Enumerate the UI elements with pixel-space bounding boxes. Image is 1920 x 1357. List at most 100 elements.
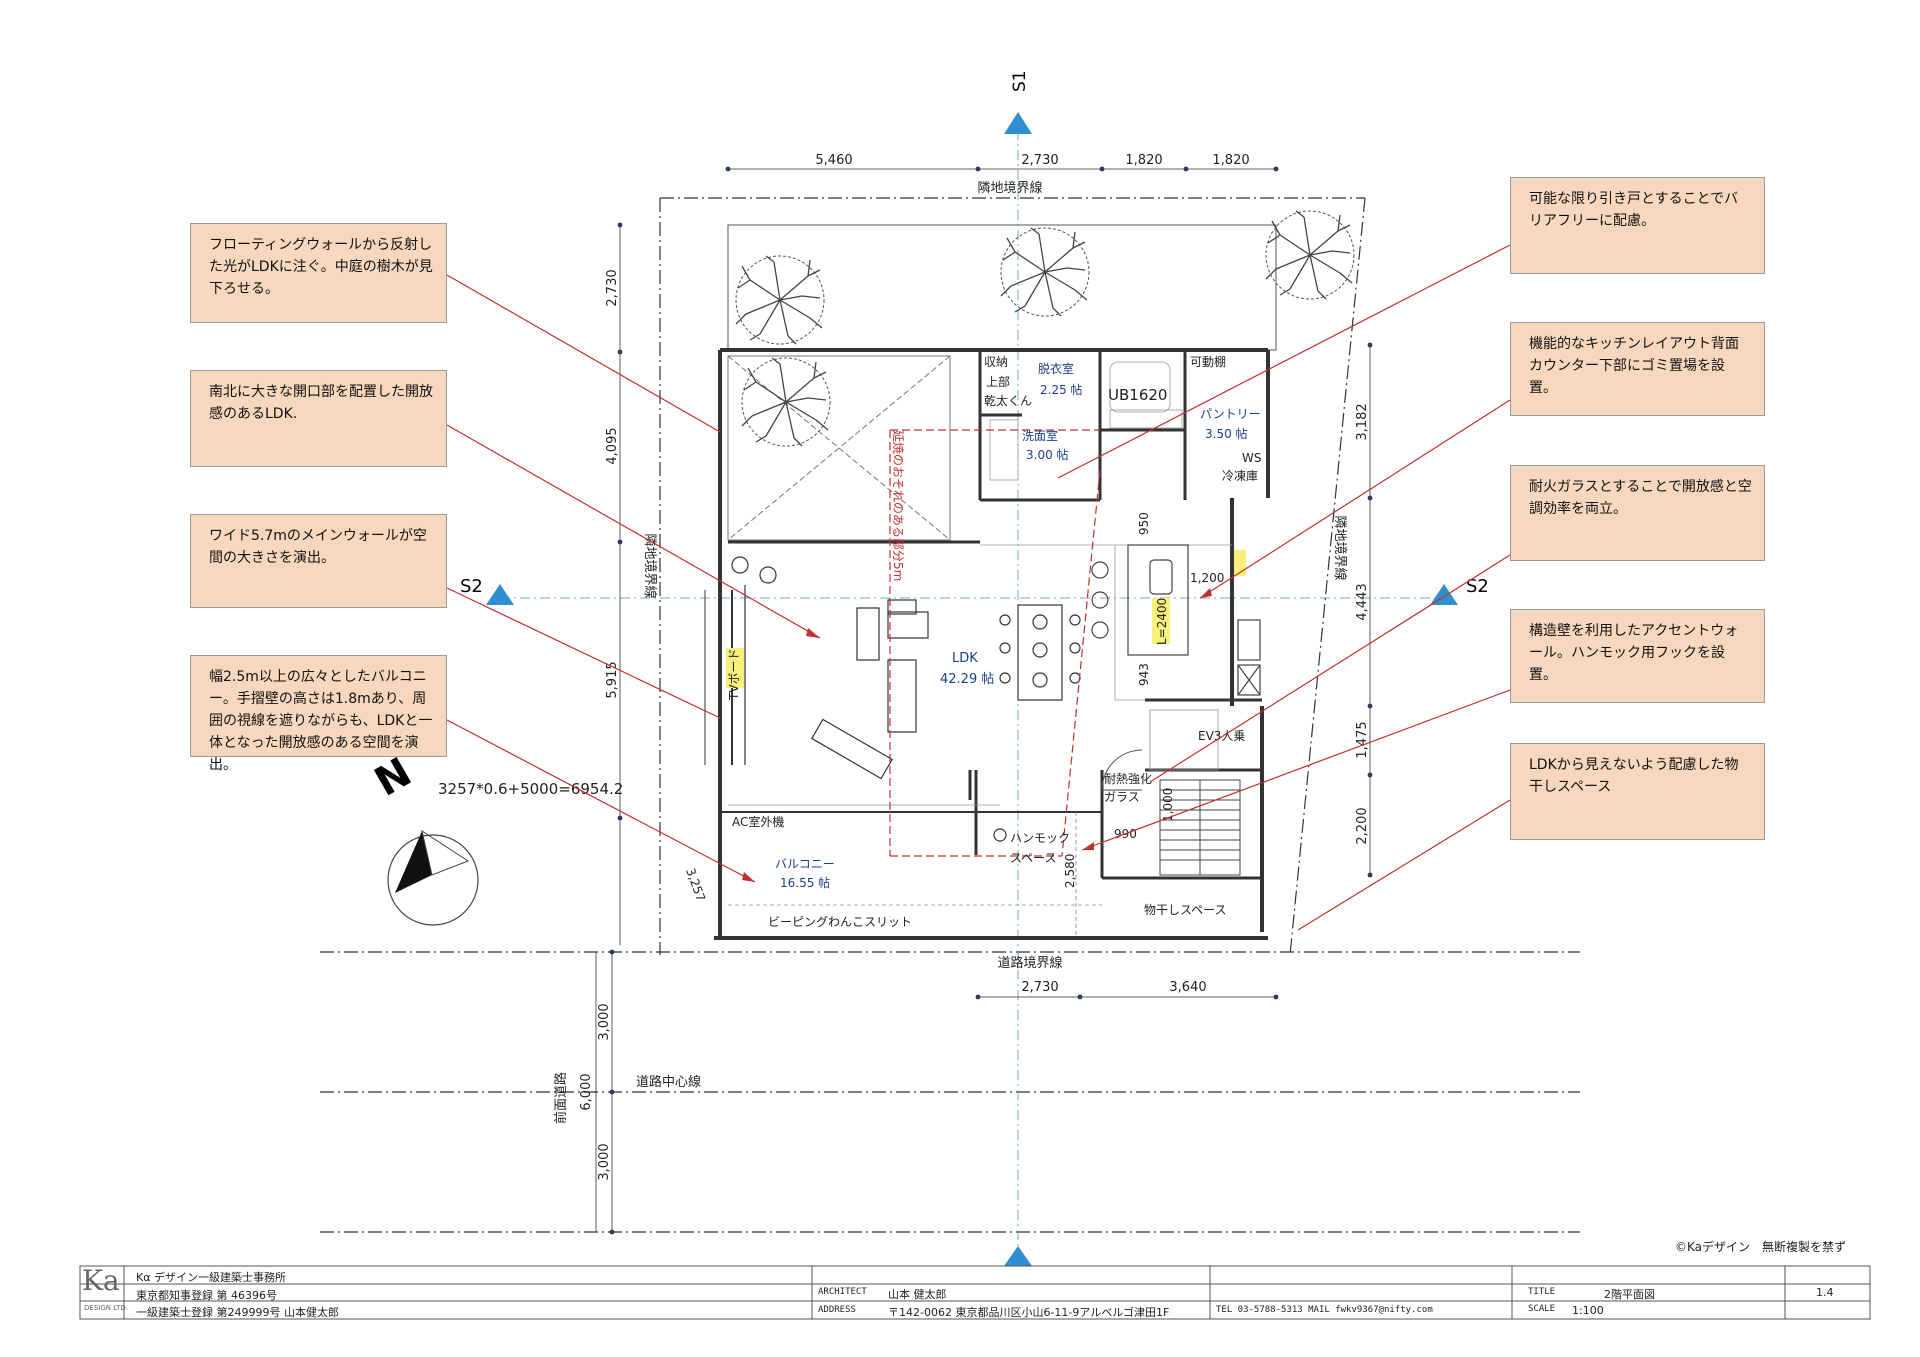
interior-walls bbox=[720, 350, 1262, 880]
dim-top-2: 2,730 bbox=[1021, 153, 1058, 168]
dim-943: 943 bbox=[1137, 663, 1151, 686]
room-fridge: 冷凍庫 bbox=[1222, 469, 1258, 483]
room-dressing-area: 2.25 帖 bbox=[1040, 382, 1083, 397]
dim-road-1: 3,000 bbox=[597, 1003, 612, 1040]
boundary-top: 隣地境界線 bbox=[977, 180, 1042, 196]
north-arrow: N bbox=[367, 749, 479, 926]
room-balcony-area: 16.55 帖 bbox=[780, 875, 830, 890]
note-balcony: 幅2.5m以上の広々としたバルコニー。手摺壁の高さは1.8mあり、周囲の視線を遮… bbox=[190, 655, 447, 773]
highlight-shelf bbox=[1234, 550, 1246, 576]
note-drying-space: LDKから見えないよう配慮した物干しスペース bbox=[1510, 743, 1765, 840]
address: 〒142-0062 東京都品川区小山6-11-9アルベルゴ津田1F bbox=[888, 1306, 1170, 1319]
copyright: ©Kaデザイン 無断複製を禁ず bbox=[1675, 1240, 1847, 1254]
room-slit: ビーピングわんこスリット bbox=[768, 915, 912, 929]
room-tv: TVボード bbox=[727, 648, 741, 701]
drawing-title: 2階平面図 bbox=[1604, 1288, 1655, 1301]
courtyard bbox=[727, 210, 1355, 351]
room-balcony: バルコニー bbox=[775, 857, 835, 871]
note-kitchen-layout: 機能的なキッチンレイアウト背面カウンター下部にゴミ置場を設置。 bbox=[1510, 322, 1765, 416]
room-drying: 物干しスペース bbox=[1144, 903, 1227, 917]
room-pantry: パントリー bbox=[1200, 407, 1261, 421]
dim-right-4: 2,200 bbox=[1355, 807, 1370, 844]
title-label: TITLE bbox=[1528, 1287, 1556, 1297]
dim-bottom-1: 2,730 bbox=[1021, 980, 1058, 995]
boundary-left: 隣地境界線 bbox=[642, 533, 658, 598]
building-walls bbox=[714, 348, 1270, 940]
note-sliding-doors: 可能な限り引き戸とすることでバリアフリーに配慮。 bbox=[1510, 177, 1765, 274]
s1-label: S1 bbox=[1010, 70, 1030, 92]
dim-left-3: 5,915 bbox=[605, 661, 620, 698]
dim-right-1: 3,182 bbox=[1355, 403, 1370, 440]
firm-name: Kα デザイン一級建築士事務所 bbox=[136, 1271, 286, 1284]
left-dimensions bbox=[617, 222, 623, 945]
room-storage: 収納 bbox=[984, 355, 1008, 369]
dim-road-3: 3,000 bbox=[597, 1143, 612, 1180]
room-dressing: 脱衣室 bbox=[1038, 361, 1074, 376]
room-ev: EV3人乗 bbox=[1198, 729, 1245, 743]
dim-left-1: 2,730 bbox=[605, 269, 620, 306]
dim-bottom-2: 3,640 bbox=[1169, 980, 1206, 995]
formula: 3257*0.6+5000=6954.2 bbox=[438, 780, 623, 798]
fire-spread-zone bbox=[889, 429, 1101, 857]
dim-right-3: 1,475 bbox=[1355, 721, 1370, 758]
bottom-dimensions bbox=[975, 994, 1279, 1000]
s2-left-marker bbox=[486, 584, 514, 605]
void bbox=[727, 355, 951, 541]
s2-left-label: S2 bbox=[460, 576, 483, 597]
room-upper: 上部 bbox=[986, 374, 1010, 389]
s2-right-label: S2 bbox=[1466, 576, 1489, 597]
boundary-right: 隣地境界線 bbox=[1332, 515, 1348, 580]
note-main-wall: ワイド5.7mのメインウォールが空間の大きさを演出。 bbox=[190, 514, 447, 608]
boundary-front-road: 前面道路 bbox=[553, 1072, 569, 1124]
ldk-furniture bbox=[704, 556, 1081, 842]
note-floating-wall: フローティングウォールから反射した光がLDKに注ぐ。中庭の樹木が見下ろせる。 bbox=[190, 223, 447, 323]
room-glass1: 耐熱強化 bbox=[1104, 772, 1152, 786]
sheet-number: 1.4 bbox=[1816, 1286, 1834, 1299]
contact: TEL 03-5788-5313 MAIL fwkv9367@nifty.com bbox=[1216, 1305, 1433, 1315]
room-pantry-area: 3.50 帖 bbox=[1205, 426, 1248, 441]
room-ws: WS bbox=[1242, 451, 1261, 465]
note-accent-wall: 構造壁を利用したアクセントウォール。ハンモック用フックを設置。 bbox=[1510, 609, 1765, 703]
logo-sub: DESIGN LTD. bbox=[84, 1304, 129, 1312]
room-dryer: 乾太くん bbox=[984, 393, 1032, 408]
stairs bbox=[1101, 749, 1241, 876]
room-hammock1: ハンモック bbox=[1010, 831, 1070, 845]
dim-top-3: 1,820 bbox=[1125, 153, 1162, 168]
dim-1000: 1,000 bbox=[1161, 788, 1175, 822]
logo: Ka bbox=[82, 1264, 120, 1297]
room-washroom-area: 3.00 帖 bbox=[1026, 447, 1069, 462]
right-dimensions bbox=[1367, 342, 1373, 878]
dim-2580: 2,580 bbox=[1063, 854, 1077, 888]
site-boundary bbox=[320, 197, 1580, 1233]
firm-reg1: 東京都知事登録 第 46396号 bbox=[136, 1289, 277, 1302]
dim-3257: 3,257 bbox=[683, 866, 708, 903]
room-hammock2: スペース bbox=[1010, 851, 1057, 865]
dim-1200: 1,200 bbox=[1190, 571, 1224, 585]
scale-value: 1:100 bbox=[1572, 1304, 1604, 1317]
highlight-kitchen bbox=[1152, 598, 1170, 644]
top-dimensions bbox=[725, 166, 1279, 172]
room-glass2: ガラス bbox=[1104, 790, 1140, 804]
room-kitchen-len: L=2400 bbox=[1155, 598, 1169, 645]
room-fire-line: 延焼のおそれのある部分5m bbox=[891, 430, 906, 581]
boundary-road-center: 道路中心線 bbox=[636, 1074, 701, 1090]
room-ac: AC室外機 bbox=[732, 814, 784, 829]
leader-lines bbox=[446, 244, 1511, 931]
s2-right-marker bbox=[1430, 584, 1458, 605]
highlight-tv bbox=[726, 648, 744, 688]
north-label: N bbox=[367, 749, 419, 806]
firm-reg2: 一級建築士登録 第249999号 山本健太郎 bbox=[136, 1306, 339, 1319]
address-label: ADDRESS bbox=[818, 1305, 856, 1315]
s1-marker bbox=[1004, 112, 1032, 134]
s1-marker-bottom bbox=[1004, 1246, 1032, 1266]
boundary-road: 道路境界線 bbox=[997, 955, 1062, 971]
architect-label: ARCHITECT bbox=[818, 1287, 867, 1297]
room-ldk: LDK bbox=[952, 651, 978, 666]
room-washroom: 洗面室 bbox=[1022, 428, 1058, 443]
dim-950: 950 bbox=[1137, 512, 1151, 535]
dim-left-2: 4,095 bbox=[605, 427, 620, 464]
scale-label: SCALE bbox=[1528, 1304, 1556, 1314]
room-ldk-area: 42.29 帖 bbox=[940, 672, 994, 687]
kitchen-island bbox=[1091, 544, 1261, 696]
